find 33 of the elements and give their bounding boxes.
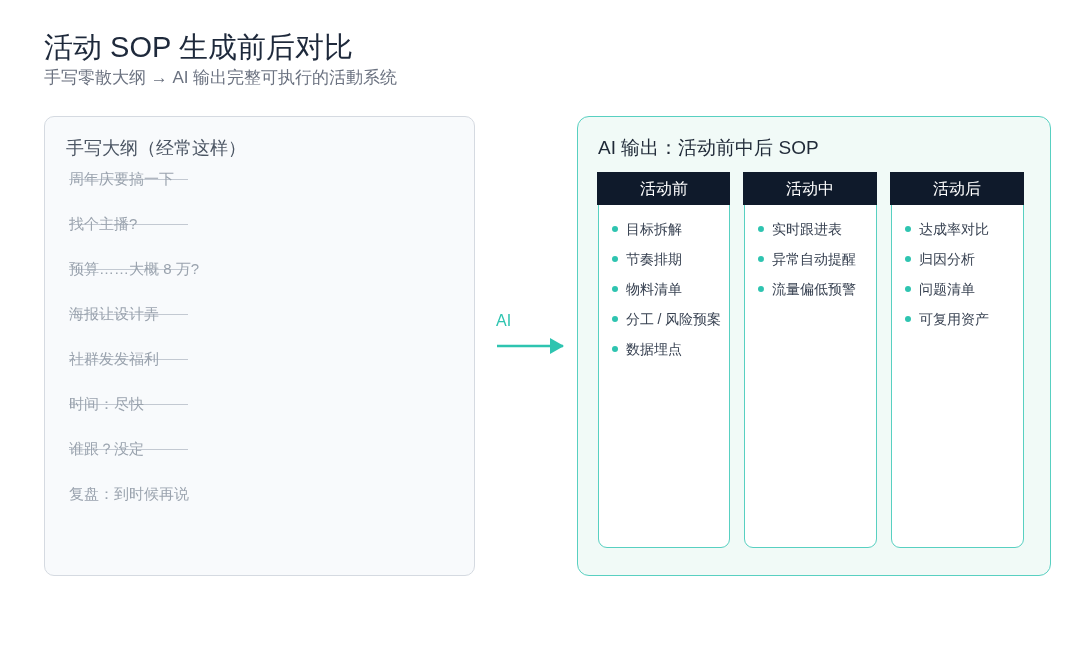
list-item: 达成率对比 — [918, 219, 989, 238]
column-header: 活动前 — [597, 172, 730, 205]
struck-note: 周年庆要搞一下 — [69, 169, 188, 189]
struck-note: 社群发发福利 — [69, 349, 188, 369]
struck-note: 时间：尽快 — [69, 394, 188, 414]
struck-note: 找个主播? — [69, 214, 188, 234]
struck-note: 谁跟？没定 — [69, 439, 188, 459]
title: 活动 SOP 生成前后对比 — [44, 30, 353, 65]
struck-note: 海报让设计弄 — [69, 304, 188, 324]
list-item: 异常自动提醒 — [771, 249, 856, 268]
list-item: 目标拆解 — [625, 219, 682, 238]
subtitle: 手写零散大纲 → AI 输出完整可执行的活動系统 — [44, 68, 398, 88]
list-item: 数据埋点 — [625, 339, 682, 358]
outline-card — [44, 116, 475, 576]
output-panel — [577, 116, 1051, 576]
list-item: 可复用资产 — [918, 309, 989, 328]
phase-column — [597, 172, 730, 548]
list-item: 实时跟进表 — [771, 219, 842, 238]
list-item: 物料清单 — [625, 279, 682, 298]
list-item: 分工 / 风险预案 — [625, 309, 722, 328]
list-item: 节奏排期 — [625, 249, 682, 268]
arrow — [497, 338, 564, 354]
phase-column — [890, 172, 1024, 548]
list-item: 流量偏低预警 — [771, 279, 856, 298]
list-item: 问题清单 — [918, 279, 975, 298]
note: 复盘：到时候再说 — [69, 484, 189, 504]
column-header: 活动中 — [743, 172, 877, 205]
card-heading: 手写大纲（经常这样） — [66, 137, 246, 159]
phase-column — [743, 172, 877, 548]
card-heading: AI 输出：活动前中后 SOP — [598, 136, 819, 160]
list-item: 归因分析 — [918, 249, 975, 268]
struck-note: 预算……大概 8 万? — [69, 259, 200, 279]
column-header: 活动后 — [890, 172, 1024, 205]
